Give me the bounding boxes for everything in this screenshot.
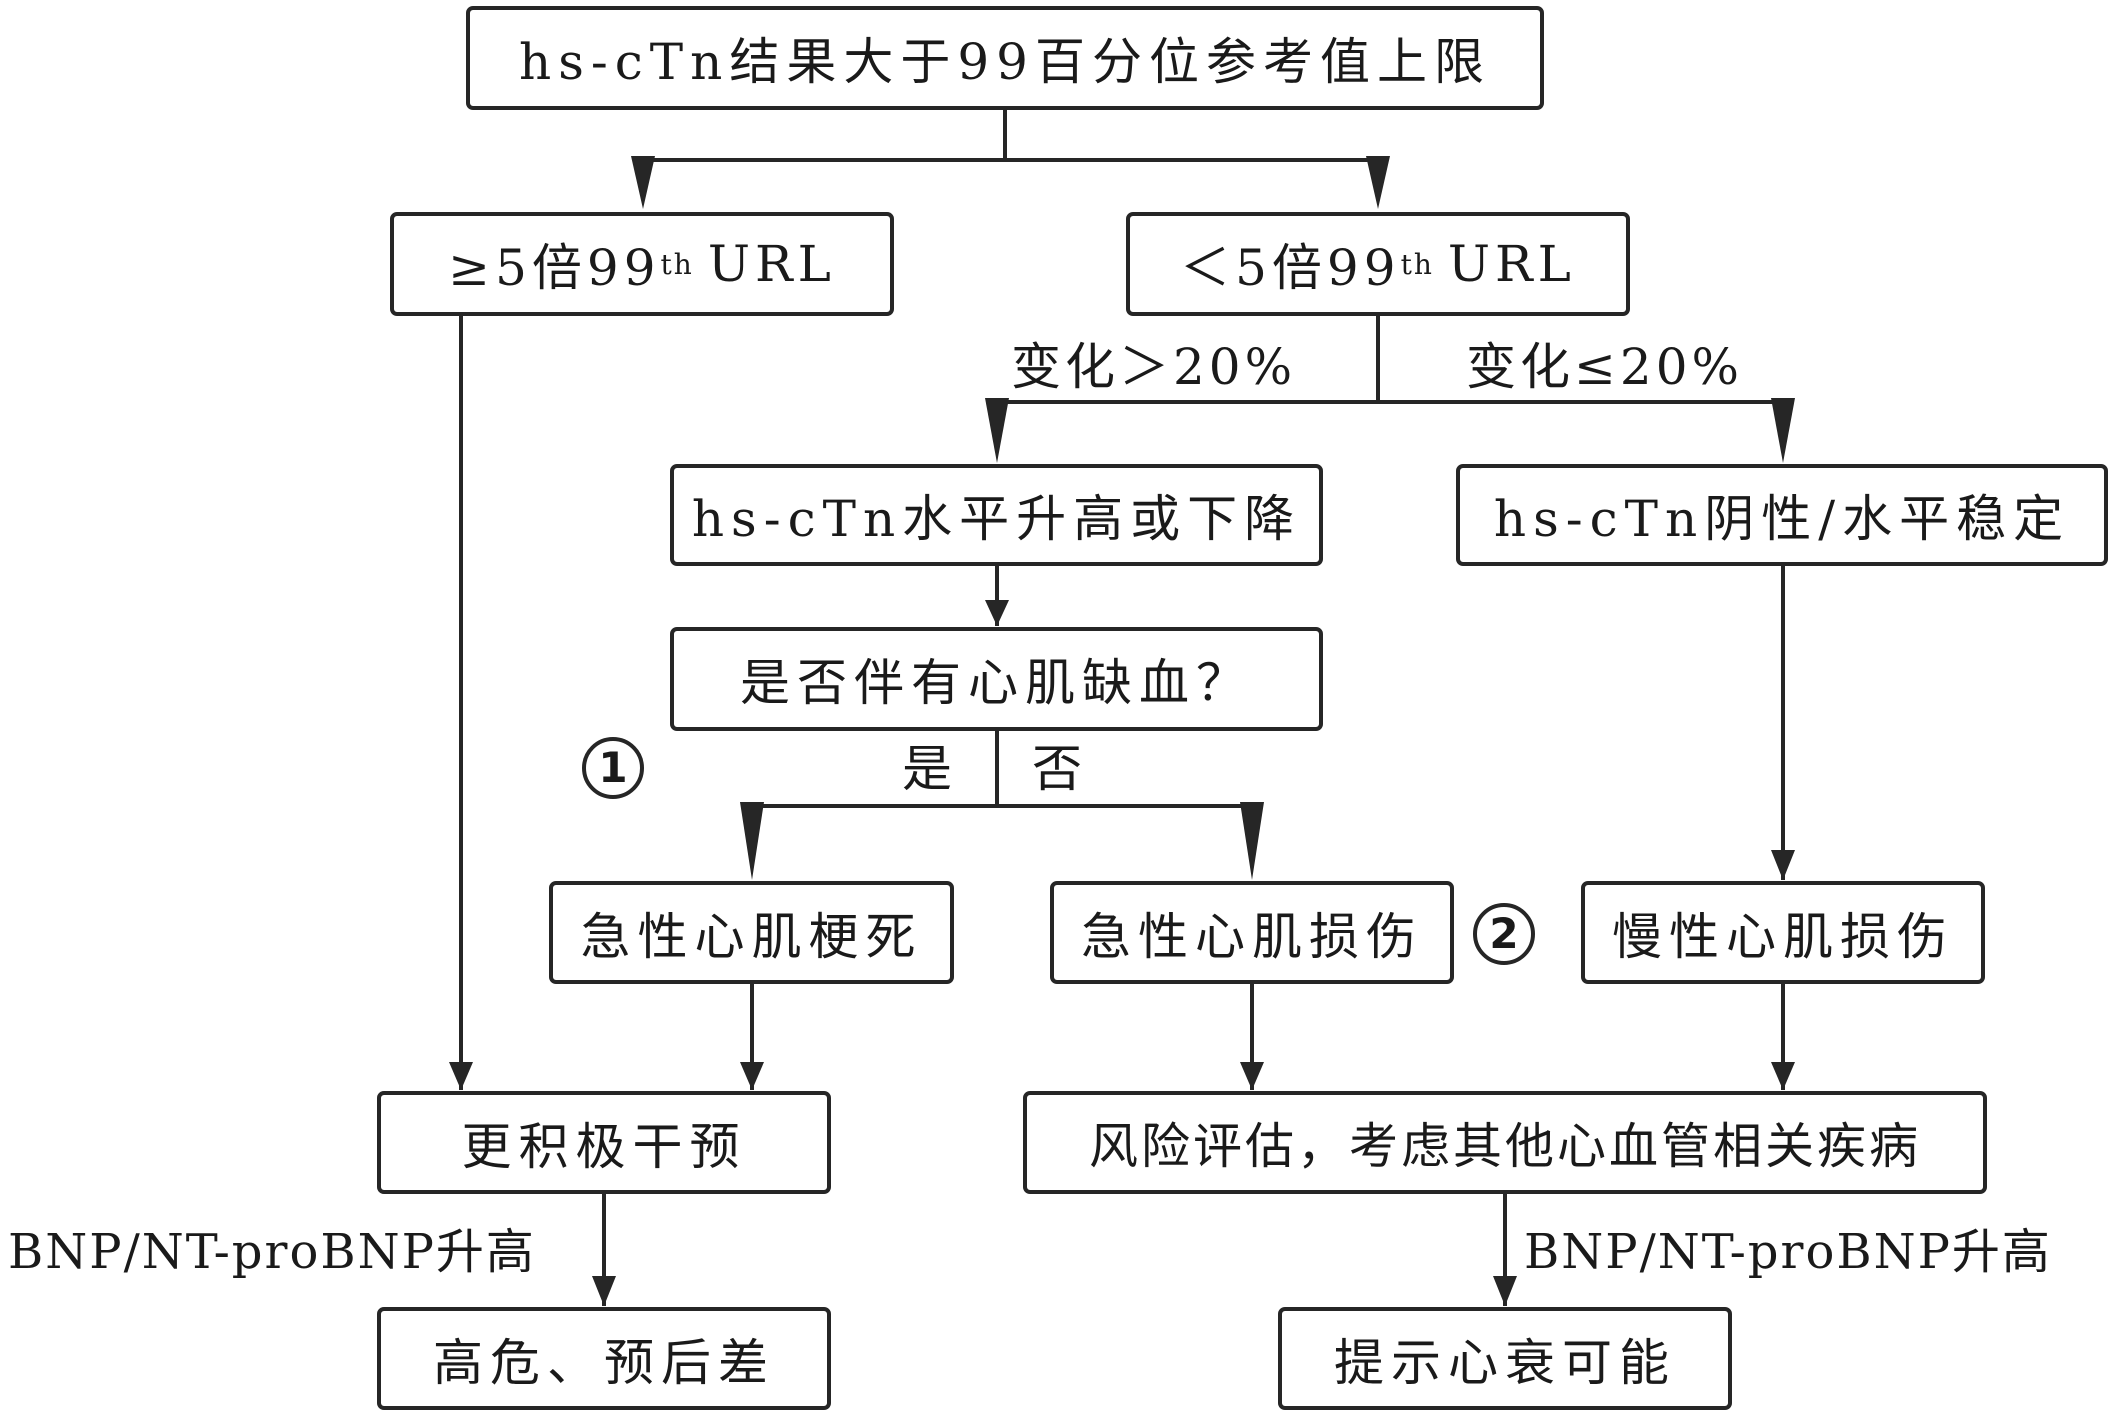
box-acute-mi-text: 急性心肌梗死	[580, 907, 923, 966]
arrowhead	[592, 1276, 616, 1306]
box-ge5-sup: th	[660, 247, 694, 281]
box-lt5-prefix: ＜5倍99	[1180, 239, 1401, 297]
box-risk-assessment: 风险评估，考虑其他心血管相关疾病	[1023, 1091, 1987, 1194]
arrowhead	[631, 156, 655, 209]
box-rise-fall-text: hs-cTn水平升高或下降	[691, 490, 1302, 548]
arrowhead	[449, 1062, 473, 1090]
box-high-risk-text: 高危、预后差	[433, 1333, 775, 1392]
arrowhead	[1240, 1062, 1264, 1090]
arrowhead	[1771, 1062, 1795, 1090]
label-change-less-equal: 变化≤20%	[1466, 338, 1744, 396]
arrowhead	[1771, 850, 1795, 880]
box-high-risk: 高危、预后差	[377, 1307, 831, 1410]
box-chronic-injury: 慢性心肌损伤	[1581, 881, 1985, 984]
arrowhead	[1366, 156, 1390, 209]
arrowhead	[985, 398, 1009, 463]
arrowhead	[1771, 398, 1795, 463]
box-ischemia-question-text: 是否伴有心肌缺血？	[740, 654, 1253, 712]
label-bnp-right: BNP/NT-proBNP升高	[1524, 1224, 2052, 1280]
box-acute-injury-text: 急性心肌损伤	[1081, 907, 1423, 966]
box-lt5-suffix: URL	[1447, 235, 1576, 293]
box-ischemia-question: 是否伴有心肌缺血？	[670, 627, 1323, 731]
box-risk-assessment-text: 风险评估，考虑其他心血管相关疾病	[1088, 1118, 1921, 1175]
label-bnp-left: BNP/NT-proBNP升高	[8, 1224, 536, 1280]
box-acute-injury: 急性心肌损伤	[1050, 881, 1454, 984]
box-acute-mi: 急性心肌梗死	[549, 881, 954, 984]
label-change-greater: 变化＞20%	[1011, 338, 1297, 396]
box-negative-stable: hs-cTn阴性/水平稳定	[1456, 464, 2108, 566]
marker-circled-1: 1	[582, 737, 644, 799]
label-yes: 是	[902, 740, 956, 798]
marker-circled-1-text: 1	[598, 743, 628, 792]
box-negative-stable-text: hs-cTn阴性/水平稳定	[1493, 490, 2071, 548]
marker-circled-2-text: 2	[1489, 909, 1519, 958]
arrowhead	[1493, 1276, 1517, 1306]
box-aggressive-intervention-text: 更积极干预	[461, 1117, 747, 1176]
box-ge5-suffix: URL	[707, 235, 836, 293]
box-top-condition: hs-cTn结果大于99百分位参考值上限	[466, 6, 1544, 110]
box-top-condition-text: hs-cTn结果大于99百分位参考值上限	[519, 33, 1491, 91]
arrowhead	[1240, 802, 1264, 880]
box-heart-failure-text: 提示心衰可能	[1334, 1333, 1676, 1392]
box-rise-fall: hs-cTn水平升高或下降	[670, 464, 1323, 566]
box-lt5-sup: th	[1400, 247, 1434, 281]
box-aggressive-intervention: 更积极干预	[377, 1091, 831, 1194]
box-ge5-prefix: ≥5倍99	[448, 239, 661, 297]
arrowhead	[985, 600, 1009, 626]
box-heart-failure: 提示心衰可能	[1278, 1307, 1732, 1410]
label-no: 否	[1032, 740, 1086, 798]
marker-circled-2: 2	[1473, 903, 1535, 965]
arrowhead	[740, 802, 764, 880]
arrowhead	[740, 1062, 764, 1090]
box-chronic-injury-text: 慢性心肌损伤	[1612, 907, 1954, 966]
